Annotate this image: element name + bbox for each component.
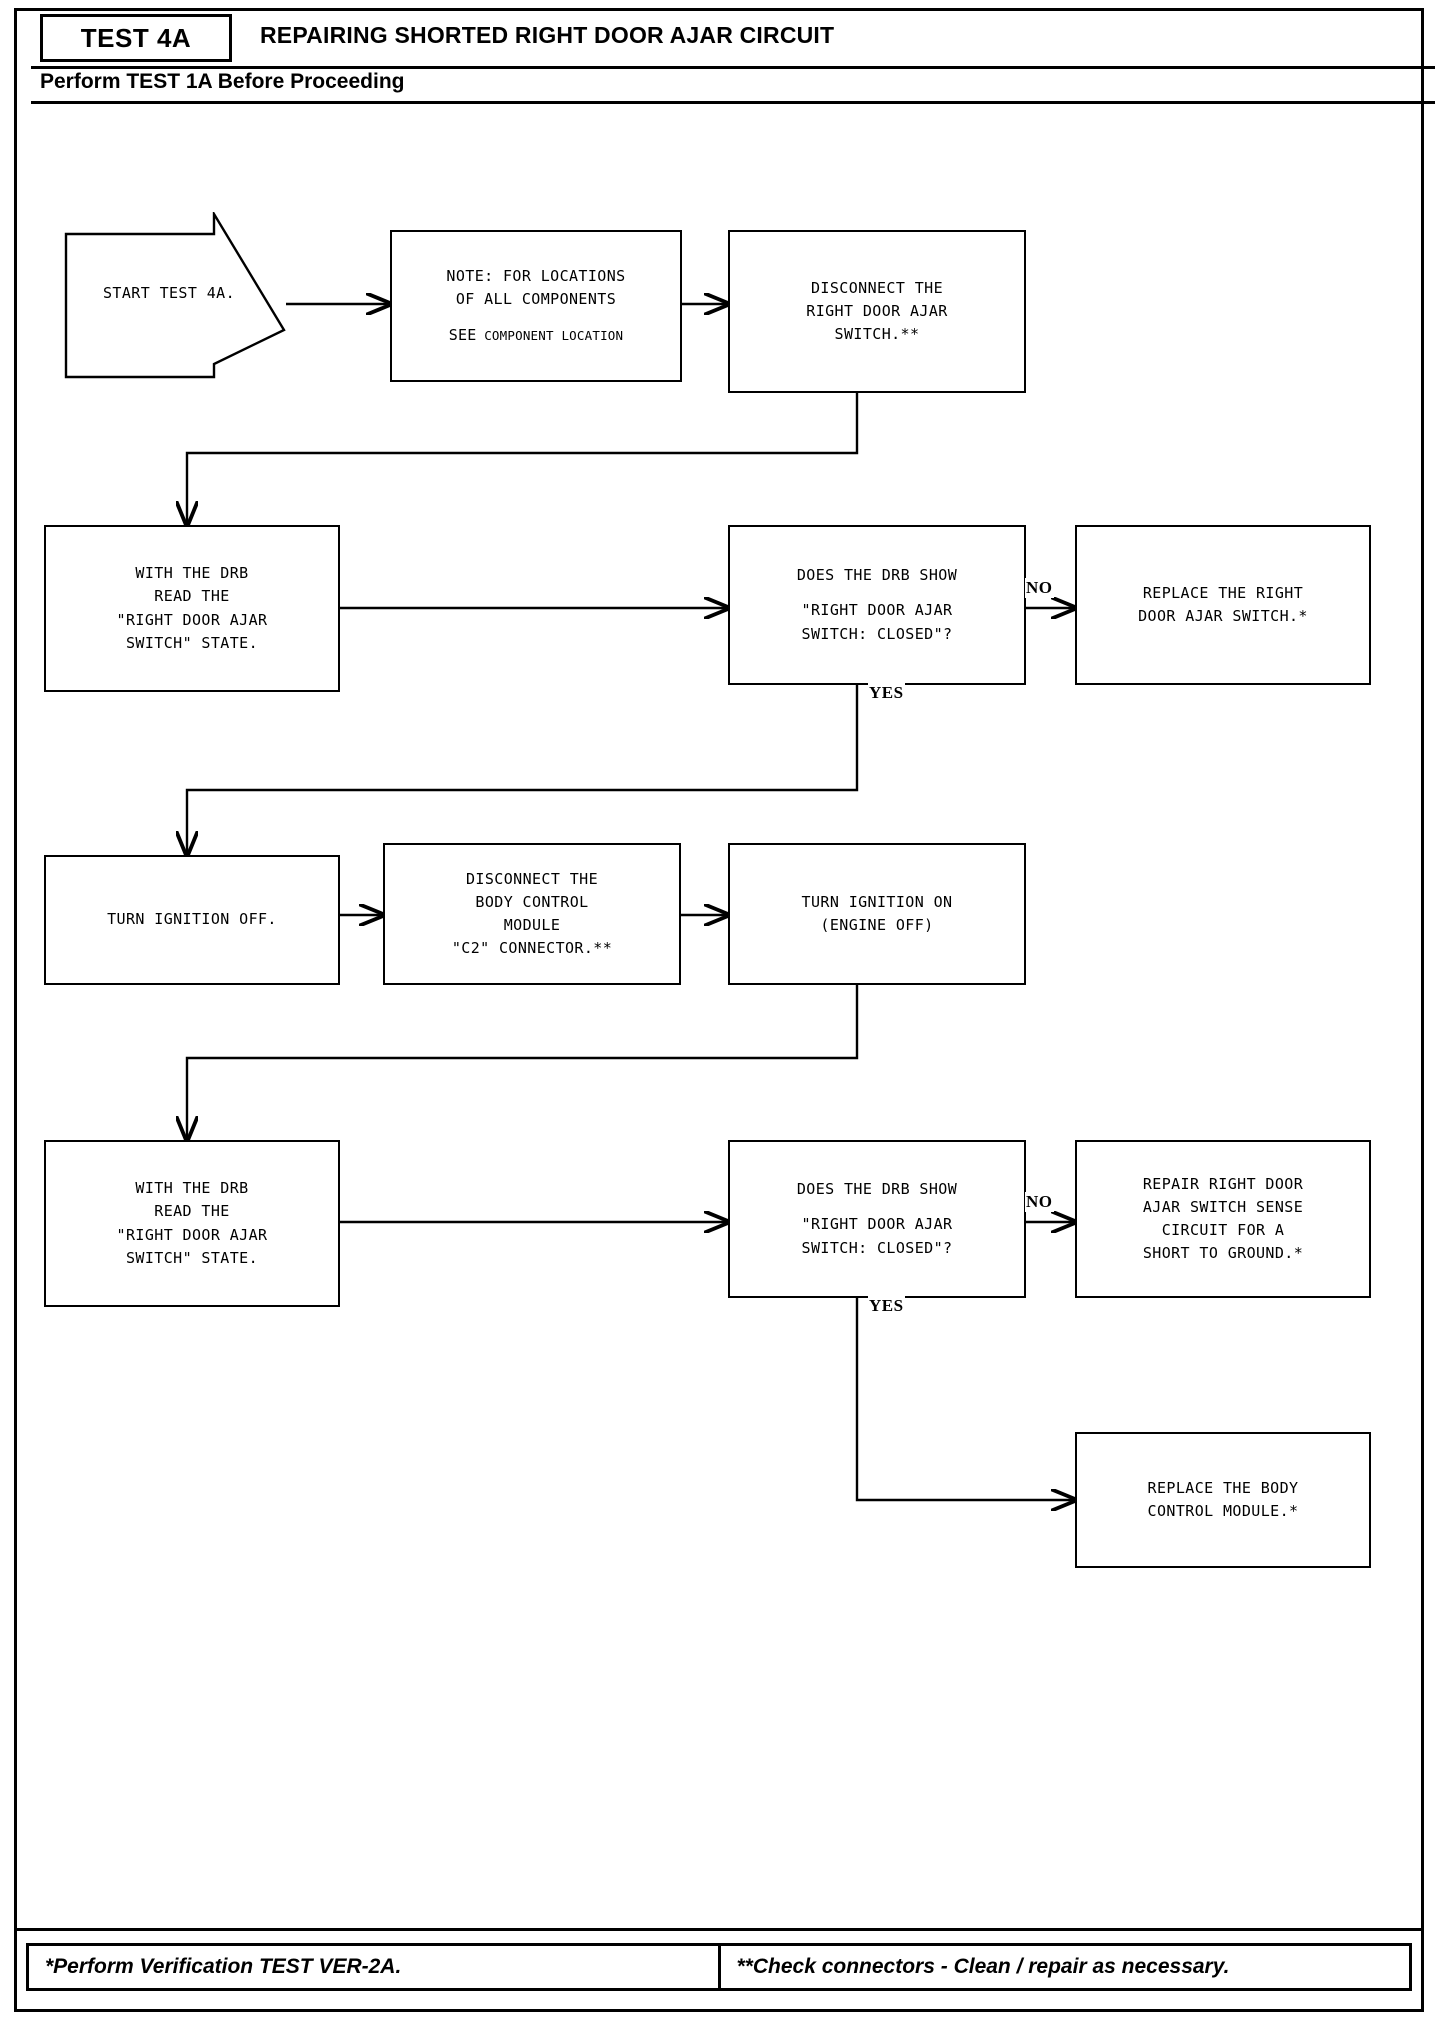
note-reference-label: COMPONENT LOCATION (484, 327, 624, 343)
decision-2-line-1: DOES THE DRB SHOW (796, 1180, 958, 1199)
replace-bcm-line-1: REPLACE THE BODY (1147, 1478, 1299, 1497)
decision-2-line-2: "RIGHT DOOR AJAR (801, 1215, 953, 1234)
header-subtitle: Perform TEST 1A Before Proceeding (40, 70, 405, 93)
note-line-3: SEE COMPONENT LOCATION (449, 324, 624, 347)
decision-drb-show-box-2: DOES THE DRB SHOW "RIGHT DOOR AJAR SWITC… (728, 1140, 1026, 1298)
replace-bcm-line-2: CONTROL MODULE.* (1147, 1502, 1299, 1520)
read-state-1-line-4: SWITCH" STATE. (125, 633, 259, 652)
page-header: TEST 4A REPAIRING SHORTED RIGHT DOOR AJA… (14, 8, 1435, 104)
read-state-1-line-1: WITH THE DRB (135, 564, 249, 582)
footer-divider (17, 1928, 1421, 1931)
turn-ignition-off-box: TURN IGNITION OFF. (44, 855, 340, 985)
decision-drb-show-box-1: DOES THE DRB SHOW "RIGHT DOOR AJAR SWITC… (728, 525, 1026, 685)
replace-switch-line-2: DOOR AJAR SWITCH.* (1138, 607, 1308, 625)
disconnect-switch-line-1: DISCONNECT THE (810, 278, 944, 297)
note-line-2: OF ALL COMPONENTS (455, 290, 617, 309)
footer-cell-divider (717, 1946, 721, 1988)
disconnect-switch-box: DISCONNECT THE RIGHT DOOR AJAR SWITCH.** (728, 230, 1026, 393)
branch-label-no-1: NO (1025, 578, 1054, 598)
ignition-on-line-2: (ENGINE OFF) (820, 916, 934, 934)
start-node-shape (64, 209, 286, 379)
read-switch-state-box-2: WITH THE DRB READ THE "RIGHT DOOR AJAR S… (44, 1140, 340, 1307)
read-state-1-line-3: "RIGHT DOOR AJAR (116, 610, 268, 629)
read-state-2-line-2: READ THE (154, 1202, 230, 1221)
repair-short-line-2: AJAR SWITCH SENSE (1142, 1197, 1304, 1216)
decision-1-line-2: "RIGHT DOOR AJAR (801, 601, 953, 620)
replace-body-control-module-box: REPLACE THE BODY CONTROL MODULE.* (1075, 1432, 1371, 1568)
page-border (14, 8, 1424, 2012)
header-divider (31, 66, 1435, 69)
read-switch-state-box-1: WITH THE DRB READ THE "RIGHT DOOR AJAR S… (44, 525, 340, 692)
disconnect-bcm-line-3: MODULE (503, 916, 561, 934)
disconnect-bcm-connector-box: DISCONNECT THE BODY CONTROL MODULE "C2" … (383, 843, 681, 985)
branch-label-yes-2: YES (868, 1296, 905, 1316)
disconnect-bcm-line-2: BODY CONTROL (475, 892, 589, 911)
disconnect-bcm-line-1: DISCONNECT THE (465, 869, 599, 888)
repair-short-to-ground-box: REPAIR RIGHT DOOR AJAR SWITCH SENSE CIRC… (1075, 1140, 1371, 1298)
replace-switch-line-1: REPLACE THE RIGHT (1142, 583, 1304, 602)
decision-1-line-3: SWITCH: CLOSED"? (801, 624, 953, 643)
ignition-off-line-1: TURN IGNITION OFF. (107, 910, 277, 929)
disconnect-switch-line-2: RIGHT DOOR AJAR (806, 301, 948, 320)
test-id-box: TEST 4A (40, 14, 232, 62)
read-state-2-line-1: WITH THE DRB (135, 1179, 249, 1197)
disconnect-bcm-line-4: "C2" CONNECTOR.** (451, 939, 613, 958)
footer-note-right: **Check connectors - Clean / repair as n… (736, 1955, 1230, 1978)
repair-short-line-3: CIRCUIT FOR A (1161, 1221, 1285, 1239)
disconnect-switch-line-3: SWITCH.** (834, 325, 920, 344)
note-line-1: NOTE: FOR LOCATIONS (446, 267, 626, 286)
turn-ignition-on-box: TURN IGNITION ON (ENGINE OFF) (728, 843, 1026, 985)
start-node-label: START TEST 4A. (102, 284, 236, 302)
decision-2-line-3: SWITCH: CLOSED"? (801, 1238, 953, 1257)
branch-label-no-2: NO (1025, 1192, 1054, 1212)
footer-notes: *Perform Verification TEST VER-2A. **Che… (26, 1943, 1412, 1991)
branch-label-yes-1: YES (868, 683, 905, 703)
repair-short-line-1: REPAIR RIGHT DOOR (1142, 1174, 1304, 1193)
page-title: REPAIRING SHORTED RIGHT DOOR AJAR CIRCUI… (260, 22, 835, 48)
read-state-2-line-3: "RIGHT DOOR AJAR (116, 1225, 268, 1244)
read-state-1-line-2: READ THE (154, 587, 230, 606)
header-divider-2 (31, 101, 1435, 104)
repair-short-line-4: SHORT TO GROUND.* (1142, 1244, 1304, 1263)
decision-1-line-1: DOES THE DRB SHOW (796, 566, 958, 585)
note-component-location-box: NOTE: FOR LOCATIONS OF ALL COMPONENTS SE… (390, 230, 682, 382)
ignition-on-line-1: TURN IGNITION ON (801, 892, 953, 911)
note-see-label: SEE (448, 325, 477, 344)
test-id-label: TEST 4A (80, 22, 192, 53)
replace-right-door-ajar-switch-box: REPLACE THE RIGHT DOOR AJAR SWITCH.* (1075, 525, 1371, 685)
footer-note-left: *Perform Verification TEST VER-2A. (45, 1955, 402, 1978)
read-state-2-line-4: SWITCH" STATE. (125, 1248, 259, 1267)
